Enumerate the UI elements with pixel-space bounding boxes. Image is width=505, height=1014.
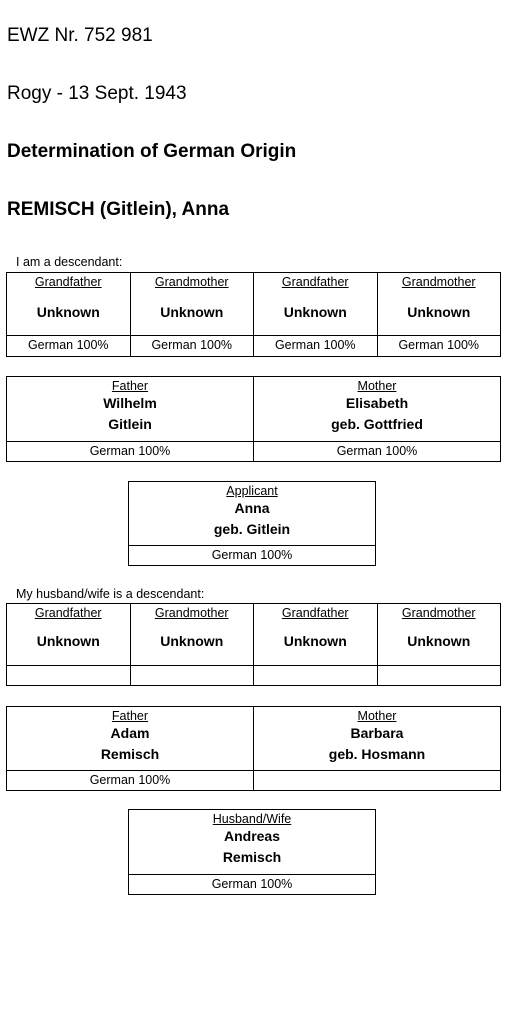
applicant-origin: German 100% [128,545,376,566]
grandparent-name: Unknown [36,304,100,320]
applicant-role: Applicant [226,484,278,498]
grandparent-origin [376,665,501,686]
grandparent-name: Unknown [160,633,224,649]
grandparent-origin [6,665,131,686]
grandparent-cell: Grandmother Unknown [376,603,501,666]
mother-cell: Mother Elisabeth geb. Gottfried [253,376,501,442]
applicant-descendant-caption: I am a descendant: [16,255,123,269]
grandparent-name: Unknown [283,633,347,649]
grandparent-role: Grandfather [281,606,349,620]
grandparent-cell: Grandmother Unknown [376,272,501,336]
spouse-name-line1: Andreas [223,828,281,844]
applicant-parents-table: Father Wilhelm Gitlein Mother Elisabeth … [6,376,501,462]
grandparent-origin: German 100% [129,335,254,357]
father-role: Father [111,379,149,393]
spouse-origin: German 100% [128,874,376,895]
father-role: Father [111,709,149,723]
grandparent-cell: Grandfather Unknown [6,603,131,666]
grandparent-role: Grandfather [34,606,102,620]
father-name-line1: Adam [110,725,150,741]
grandparent-origin: German 100% [6,335,131,357]
grandparent-origin [129,665,254,686]
spouse-parents-table: Father Adam Remisch Mother Barbara geb. … [6,706,501,791]
grandparent-cell: Grandfather Unknown [253,603,378,666]
grandparent-role: Grandmother [401,275,476,289]
spouse-role: Husband/Wife [212,812,292,826]
father-name-line2: Remisch [100,746,160,762]
applicant-name-line2: geb. Gitlein [213,521,291,537]
mother-role: Mother [357,379,397,393]
father-origin: German 100% [6,770,254,791]
spouse-descendant-caption: My husband/wife is a descendant: [16,587,205,601]
subject-name: REMISCH (Gitlein), Anna [7,199,230,220]
grandparent-role: Grandmother [154,606,229,620]
place-date: Rogy - 13 Sept. 1943 [7,83,187,104]
grandparent-name: Unknown [283,304,347,320]
grandparent-role: Grandmother [401,606,476,620]
mother-name-line2: geb. Gottfried [331,416,423,432]
mother-role: Mother [357,709,397,723]
grandparent-cell: Grandmother Unknown [129,272,254,336]
grandparent-role: Grandfather [34,275,102,289]
spouse-name-line2: Remisch [222,849,282,865]
spouse-table: Husband/Wife Andreas Remisch German 100% [128,809,376,895]
grandparent-name: Unknown [36,633,100,649]
spouse-cell: Husband/Wife Andreas Remisch [128,809,376,875]
applicant-table: Applicant Anna geb. Gitlein German 100% [128,481,376,566]
father-name-line2: Gitlein [108,416,152,432]
grandparent-role: Grandfather [281,275,349,289]
mother-name-line1: Barbara [350,725,404,741]
father-origin: German 100% [6,441,254,462]
grandparent-name: Unknown [407,633,471,649]
applicant-name-line1: Anna [234,500,270,516]
father-cell: Father Adam Remisch [6,706,254,771]
grandparent-origin: German 100% [376,335,501,357]
grandparent-cell: Grandfather Unknown [253,272,378,336]
applicant-grandparents-table: Grandfather Unknown Grandmother Unknown … [6,272,501,357]
mother-origin [253,770,501,791]
mother-name-line2: geb. Hosmann [328,746,426,762]
father-cell: Father Wilhelm Gitlein [6,376,254,442]
document-title: Determination of German Origin [7,141,297,162]
mother-origin: German 100% [253,441,501,462]
grandparent-role: Grandmother [154,275,229,289]
spouse-grandparents-table: Grandfather Unknown Grandmother Unknown … [6,603,501,686]
father-name-line1: Wilhelm [103,395,157,411]
mother-cell: Mother Barbara geb. Hosmann [253,706,501,771]
grandparent-name: Unknown [407,304,471,320]
applicant-cell: Applicant Anna geb. Gitlein [128,481,376,546]
mother-name-line1: Elisabeth [345,395,409,411]
grandparent-cell: Grandmother Unknown [129,603,254,666]
ewz-number: EWZ Nr. 752 981 [7,25,153,46]
grandparent-name: Unknown [160,304,224,320]
grandparent-origin [253,665,378,686]
grandparent-origin: German 100% [253,335,378,357]
grandparent-cell: Grandfather Unknown [6,272,131,336]
